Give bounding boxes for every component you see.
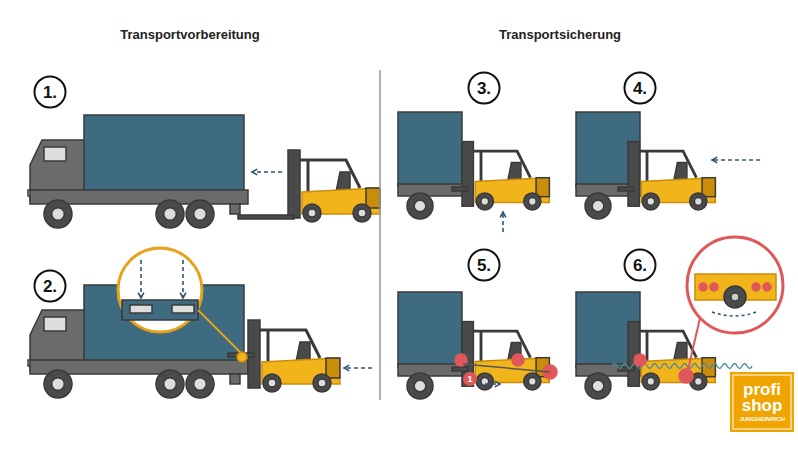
step-number: 5.	[467, 248, 501, 282]
section-heading: Transportvorbereitung	[120, 27, 259, 42]
node-text: 1	[467, 375, 472, 384]
step-number: 3.	[467, 71, 501, 105]
node-text: 1.	[43, 84, 57, 101]
node-text: 2.	[43, 278, 57, 295]
brand-logo: profishopJUNGHEINRICH	[730, 372, 794, 432]
step-number: 4.	[623, 71, 657, 105]
callout-number: 1	[463, 372, 477, 386]
node-text: JUNGHEINRICH	[739, 416, 785, 422]
node-text: 6.	[633, 257, 647, 274]
step-number: 6.	[623, 248, 657, 282]
step-number: 2.	[33, 269, 67, 303]
node-text: shop	[742, 398, 783, 414]
node-text: 5.	[477, 257, 491, 274]
step-number: 1.	[33, 75, 67, 109]
node-text: 3.	[477, 80, 491, 97]
node-text: 4.	[633, 80, 647, 97]
node-text: profi	[743, 382, 781, 398]
section-heading: Transportsicherung	[499, 27, 621, 42]
